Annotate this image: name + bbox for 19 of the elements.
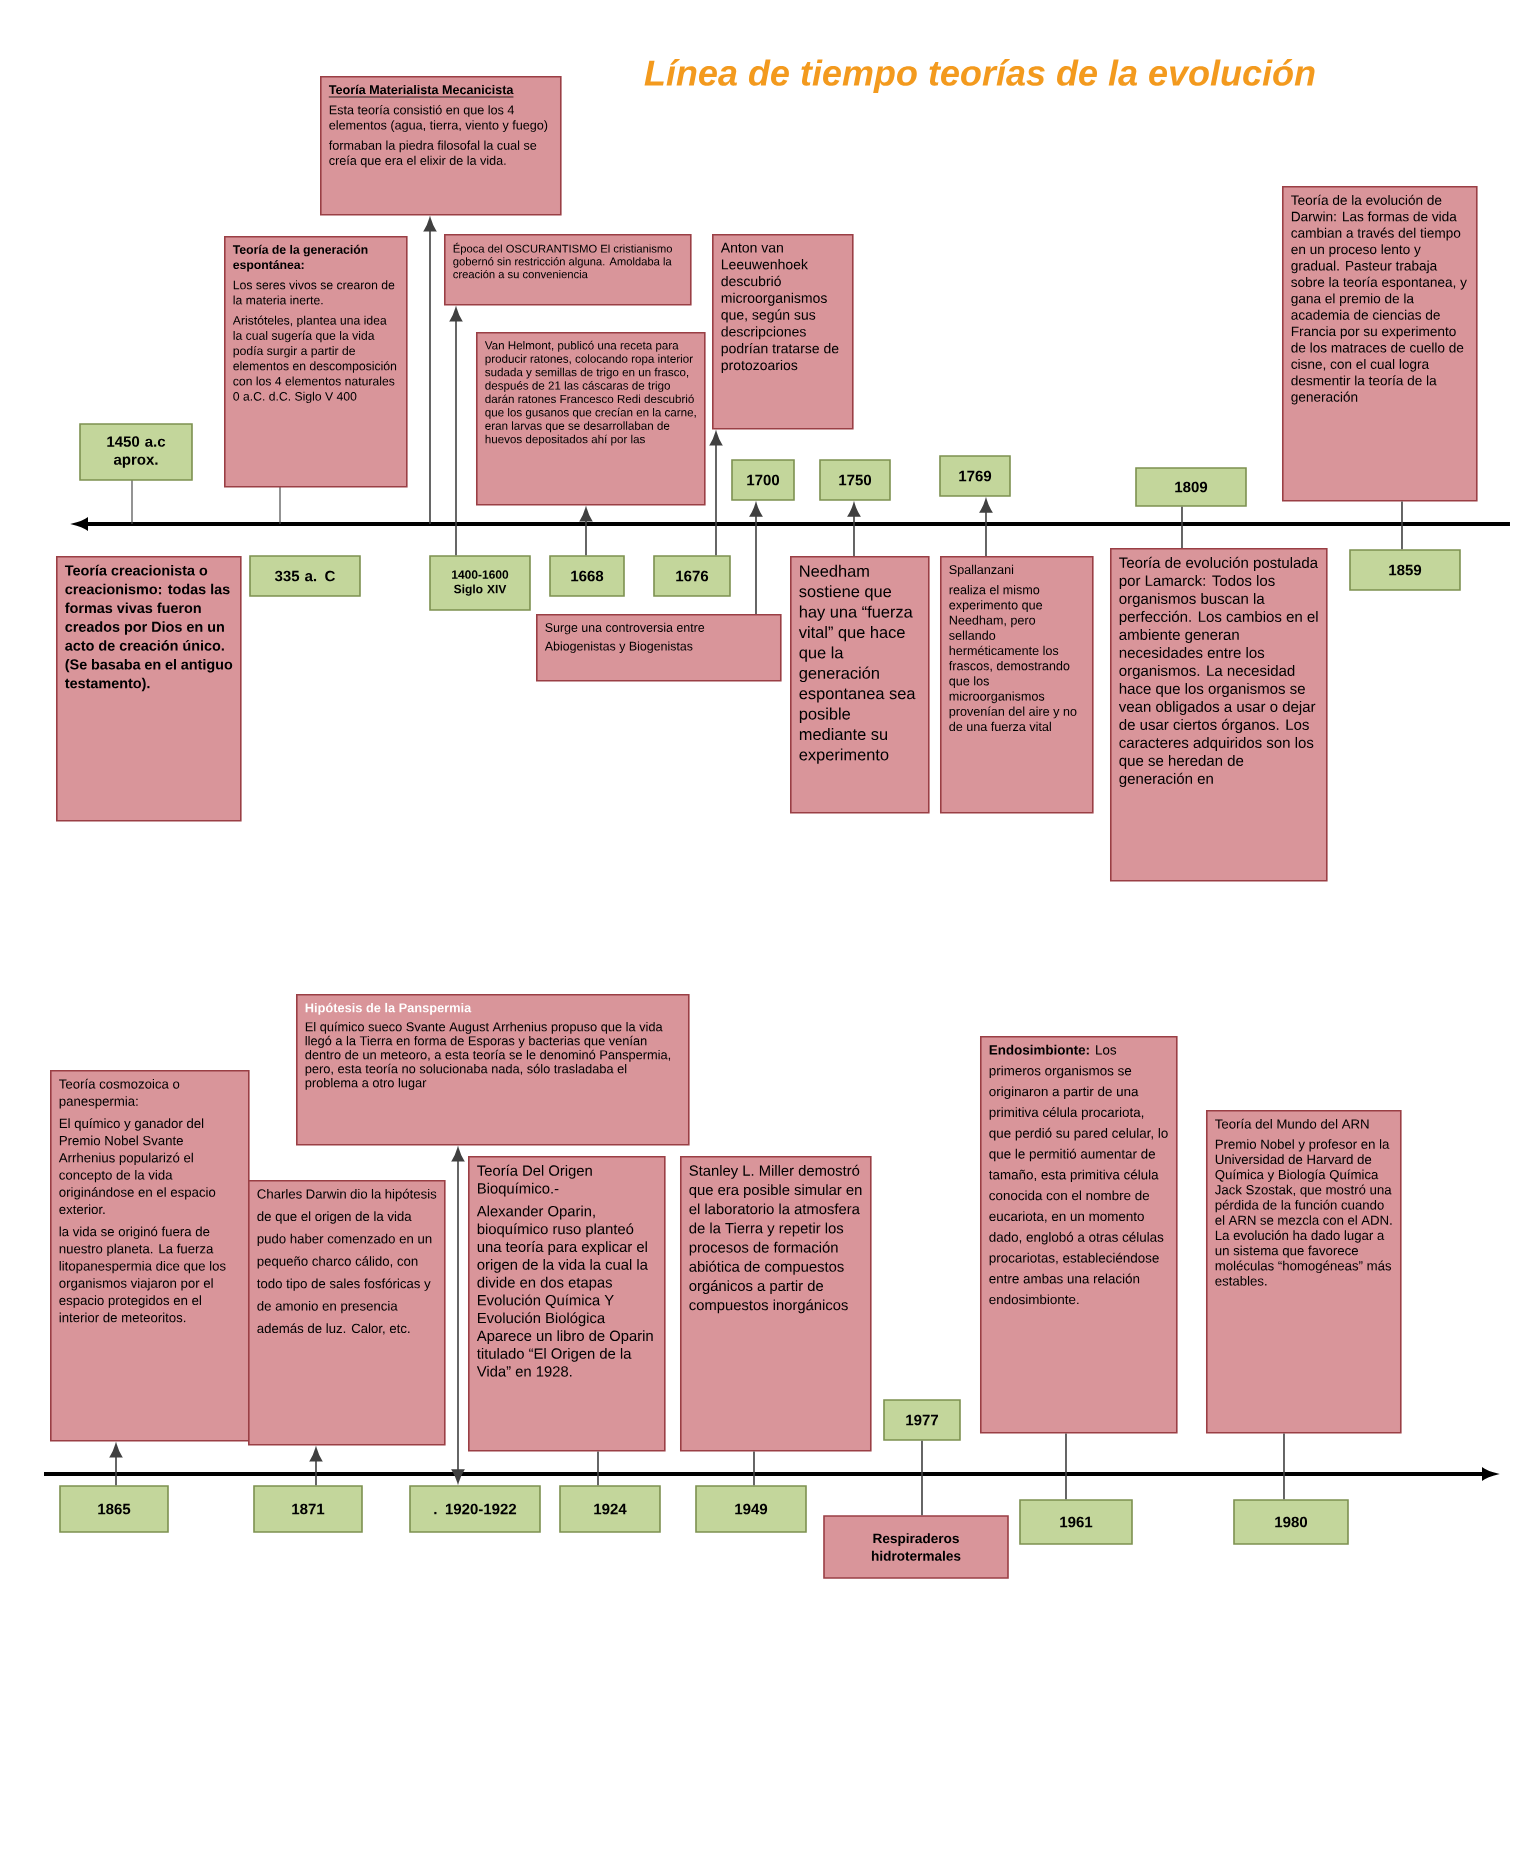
connector-line <box>847 502 861 557</box>
connector-line <box>449 307 463 556</box>
connector-line <box>579 507 593 556</box>
connector-line <box>309 1447 323 1486</box>
connector-line <box>1065 1432 1067 1500</box>
connector-line <box>753 1450 755 1486</box>
connector-line <box>451 1147 465 1484</box>
connector-line <box>749 502 763 615</box>
connector-line <box>1283 1432 1285 1500</box>
event-box: Needham sostiene que hay una “fuerza vital” que hace que la generación espontanea sea posible mediante su experimento <box>790 556 930 814</box>
connector-line <box>109 1443 123 1486</box>
connector-line <box>423 217 437 525</box>
connector-line <box>979 498 993 557</box>
connector-line <box>921 1440 923 1516</box>
connector-line <box>597 1450 599 1486</box>
connector-line <box>1181 506 1183 549</box>
connector-line <box>709 431 723 556</box>
title: Línea de tiempo teorías de la evolución <box>644 59 1315 93</box>
connector-line <box>1401 500 1403 550</box>
